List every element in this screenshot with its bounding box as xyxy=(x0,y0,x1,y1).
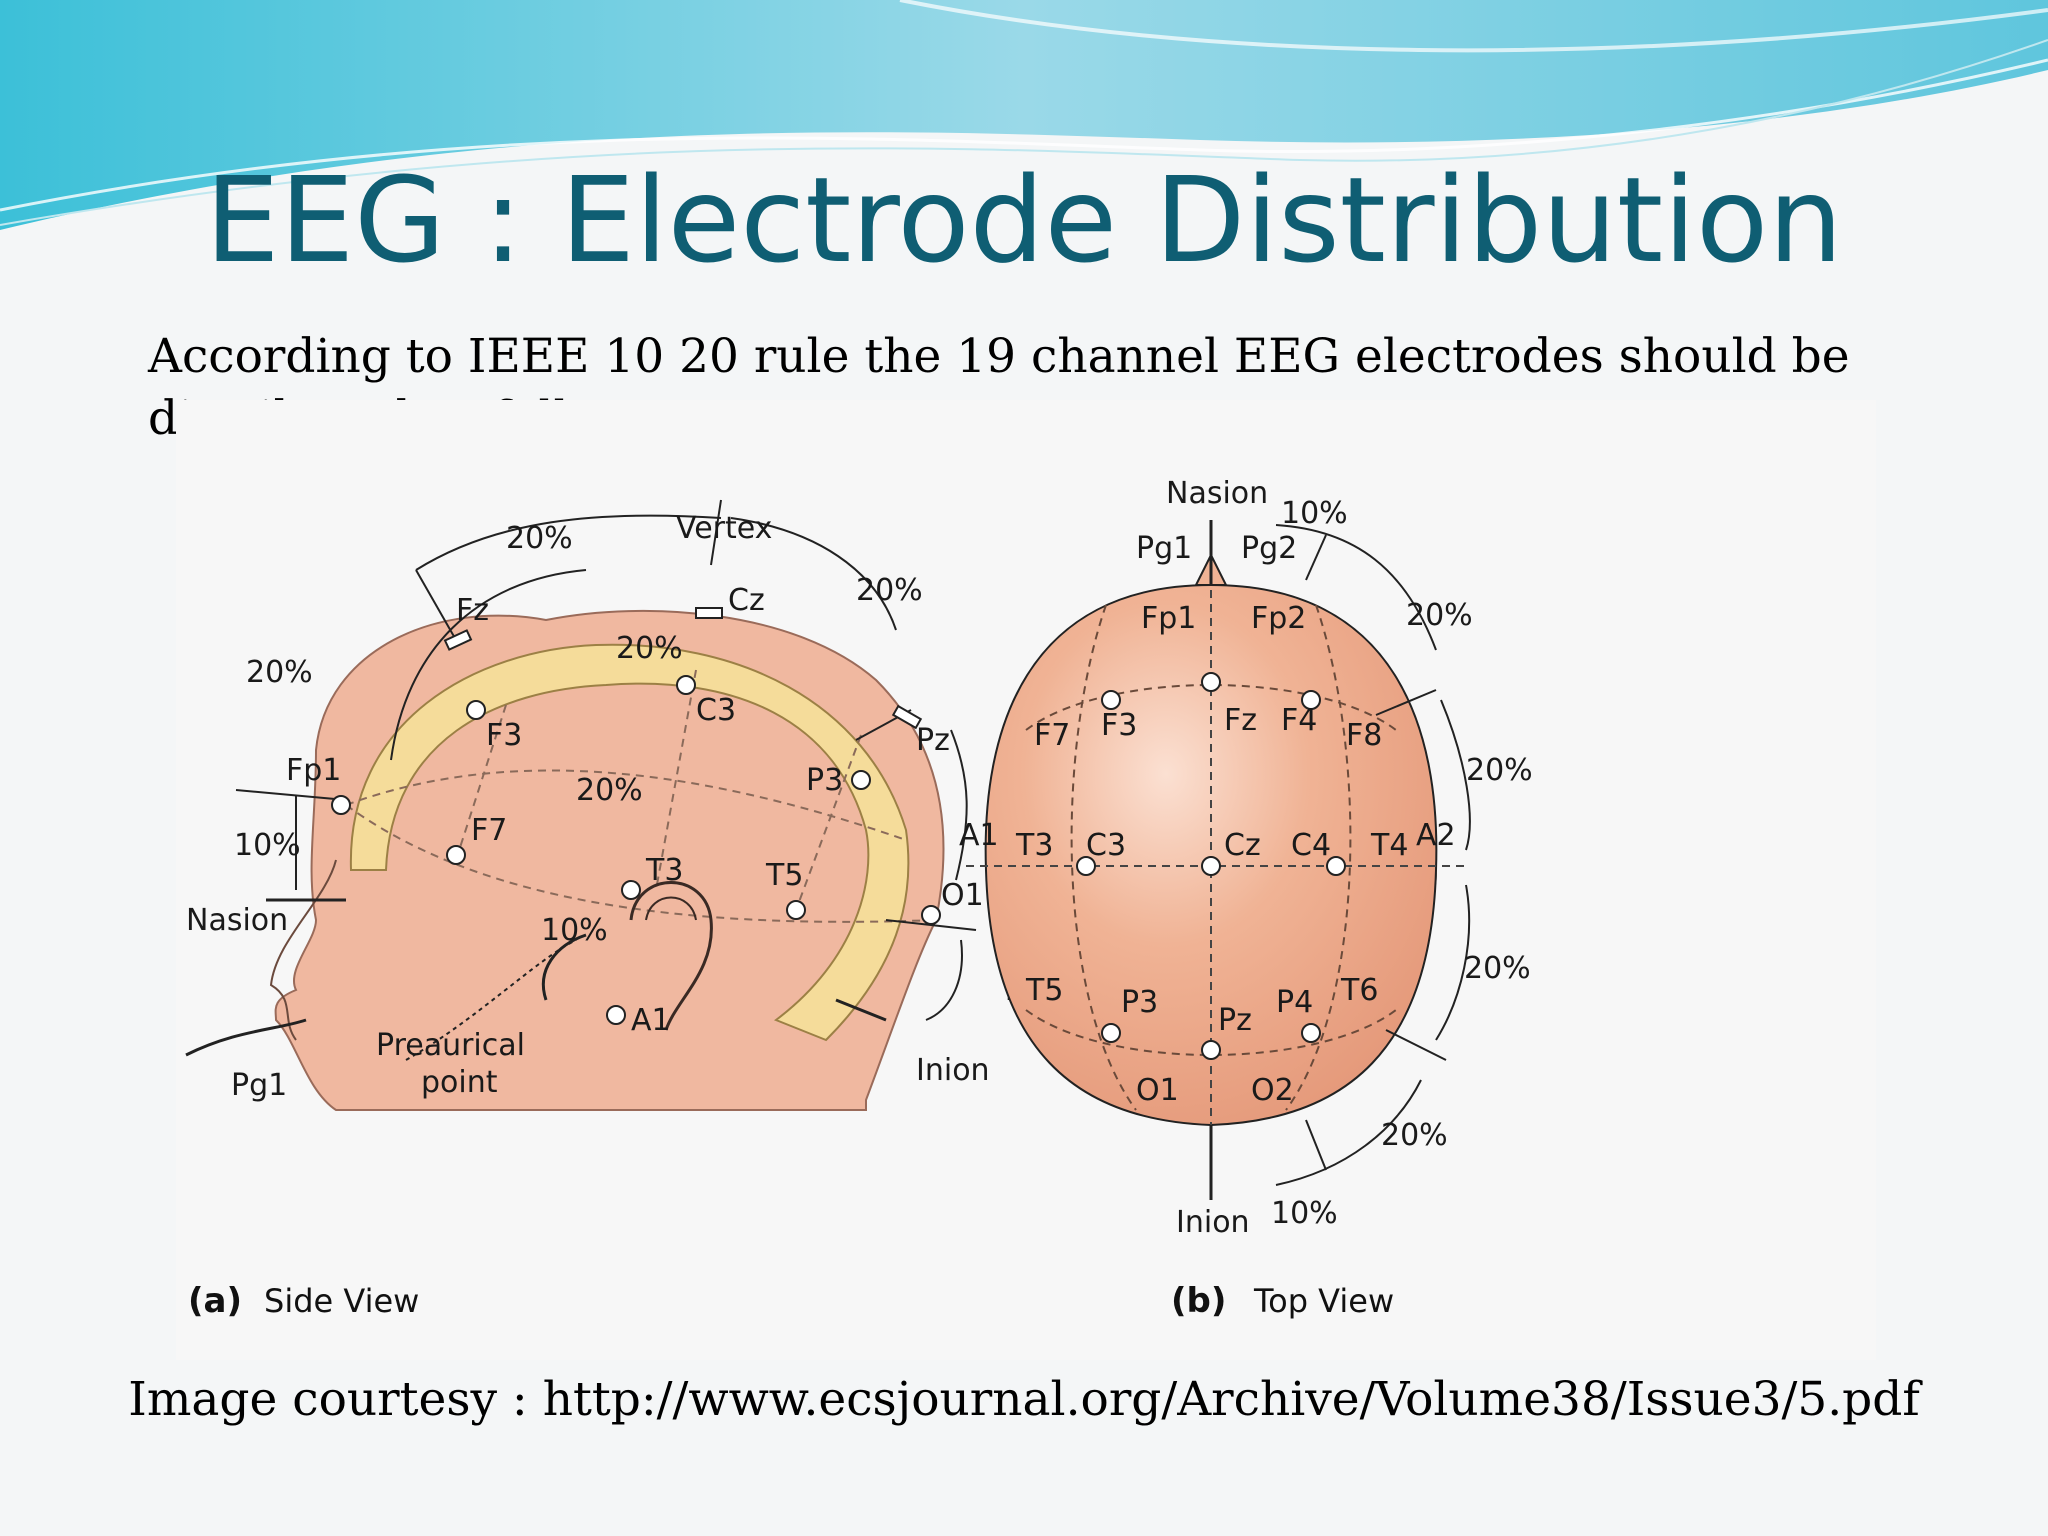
top-electrode-label: Fp1 xyxy=(1141,601,1196,636)
electrode-t3 xyxy=(621,880,641,900)
side-pct-1: 20% xyxy=(506,521,573,556)
electrode-c4-top xyxy=(1326,856,1346,876)
image-courtesy: Image courtesy : http://www.ecsjournal.o… xyxy=(128,1372,1920,1427)
side-electrode-label: A1 xyxy=(631,1003,671,1038)
side-label-inion: Inion xyxy=(916,1053,990,1088)
top-electrode-label: T6 xyxy=(1340,973,1378,1008)
top-pct-2: 20% xyxy=(1406,598,1473,633)
top-label-inion: Inion xyxy=(1176,1205,1250,1240)
top-pct-3: 20% xyxy=(1466,753,1533,788)
side-electrode-label: O1 xyxy=(941,878,984,913)
electrode-p3 xyxy=(851,770,871,790)
side-pct-7: 10% xyxy=(234,828,301,863)
electrode-a1 xyxy=(606,1005,626,1025)
electrode-cz-top xyxy=(1201,856,1221,876)
top-electrode-label: A2 xyxy=(1416,818,1456,853)
side-caption: Side View xyxy=(264,1282,419,1320)
side-electrode-label: Fp1 xyxy=(286,753,341,788)
top-pct-5: 20% xyxy=(1381,1118,1448,1153)
top-caption: Top View xyxy=(1253,1282,1394,1320)
top-view-diagram: Nasion Inion 10% 20% 20% 20% 20% 10% Pg1… xyxy=(959,476,1533,1321)
side-electrode-label: Pz xyxy=(916,723,950,758)
top-electrode-label: C4 xyxy=(1291,828,1331,863)
side-electrode-label: T3 xyxy=(645,853,683,888)
top-electrode-label: O2 xyxy=(1251,1073,1294,1108)
top-pct-1: 10% xyxy=(1281,496,1348,531)
top-caption-letter: (b) xyxy=(1171,1281,1226,1321)
top-electrode-label: Pg1 xyxy=(1136,531,1192,566)
side-label-preauricular-1: Preaurical xyxy=(376,1028,525,1063)
electrode-p3-top xyxy=(1101,1023,1121,1043)
electrode-pz xyxy=(891,704,923,730)
top-electrode-label: O1 xyxy=(1136,1073,1179,1108)
top-electrode-label: T5 xyxy=(1025,973,1063,1008)
top-electrode-label: Fz xyxy=(1224,703,1257,738)
electrode-f7 xyxy=(446,845,466,865)
top-electrode-label: Pz xyxy=(1218,1003,1252,1038)
eeg-figure: Vertex Nasion Inion Preaurical point 20%… xyxy=(176,400,1876,1360)
top-electrode-label: F7 xyxy=(1034,718,1070,753)
electrode-t5 xyxy=(786,900,806,920)
electrode-pz-top xyxy=(1201,1040,1221,1060)
top-electrode-label: C3 xyxy=(1086,828,1126,863)
top-electrode-label: P3 xyxy=(1121,985,1158,1020)
top-electrode-label: T4 xyxy=(1370,828,1408,863)
side-caption-letter: (a) xyxy=(188,1281,242,1321)
top-electrode-label: F4 xyxy=(1281,703,1317,738)
side-pct-2: 20% xyxy=(856,573,923,608)
electrode-p4-top xyxy=(1301,1023,1321,1043)
side-electrode-label: F3 xyxy=(486,718,522,753)
electrode-fz-top xyxy=(1201,672,1221,692)
electrode-cz xyxy=(695,607,723,619)
side-electrode-label: Cz xyxy=(728,583,765,618)
top-electrode-label: Pg2 xyxy=(1241,531,1297,566)
electrode-f3-top xyxy=(1101,690,1121,710)
top-electrode-label: F3 xyxy=(1101,708,1137,743)
side-view-diagram: Vertex Nasion Inion Preaurical point 20%… xyxy=(185,499,1073,1321)
electrode-c3-top xyxy=(1076,856,1096,876)
top-electrode-label: Fp2 xyxy=(1251,601,1306,636)
side-electrode-label: P3 xyxy=(806,763,843,798)
side-electrode-label: F7 xyxy=(471,813,507,848)
slide-title: EEG : Electrode Distribution xyxy=(205,151,1843,289)
skull-band xyxy=(349,643,910,1042)
top-electrode-label: T3 xyxy=(1015,828,1053,863)
side-pct-4: 20% xyxy=(616,631,683,666)
top-electrode-label: P4 xyxy=(1276,985,1313,1020)
side-label-nasion: Nasion xyxy=(186,903,288,938)
side-pct-5: 20% xyxy=(576,773,643,808)
electrode-f4-top xyxy=(1301,690,1321,710)
side-electrode-label: Pg1 xyxy=(231,1068,287,1103)
side-electrode-label: T5 xyxy=(765,858,803,893)
electrode-f3 xyxy=(466,700,486,720)
side-pct-3: 20% xyxy=(246,655,313,690)
side-label-vertex: Vertex xyxy=(676,511,772,546)
top-pct-6: 10% xyxy=(1271,1196,1338,1231)
top-electrode-label: F8 xyxy=(1346,718,1382,753)
side-pct-8: 10% xyxy=(541,913,608,948)
electrode-c3 xyxy=(676,675,696,695)
top-pct-4: 20% xyxy=(1464,951,1531,986)
side-electrode-label: Fz xyxy=(456,593,489,628)
side-electrode-label: C3 xyxy=(696,693,736,728)
electrode-fp1 xyxy=(331,795,351,815)
side-ear xyxy=(629,881,713,1031)
top-electrode-label: Cz xyxy=(1224,828,1261,863)
top-electrode-label: A1 xyxy=(959,818,999,853)
side-label-preauricular-2: point xyxy=(421,1065,498,1100)
wave-header xyxy=(0,0,2048,230)
electrode-o1 xyxy=(921,905,941,925)
top-label-nasion: Nasion xyxy=(1166,476,1268,511)
electrode-fz xyxy=(443,629,473,651)
